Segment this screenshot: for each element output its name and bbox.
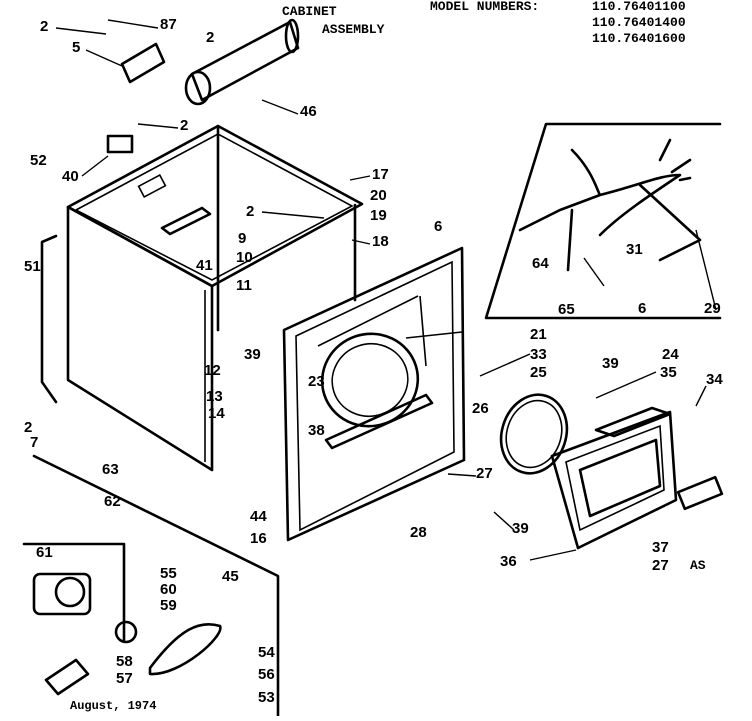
drive-assembly-box [22, 454, 280, 718]
callout: 61 [36, 544, 53, 561]
model-number-1: 110.76401100 [592, 0, 686, 14]
leader-lines [55, 19, 717, 561]
callout: 87 [160, 16, 177, 33]
callout: 56 [258, 666, 275, 683]
callout: 18 [372, 233, 389, 250]
model-number-3: 110.76401600 [592, 31, 686, 46]
callout: 44 [250, 508, 267, 525]
side-rail [40, 234, 58, 404]
callout: 35 [660, 364, 677, 381]
callout: 6 [434, 218, 442, 235]
callout: 54 [258, 644, 275, 661]
callout-labels: 87 2 2 5 46 2 40 52 17 20 6 2 19 18 9 10… [24, 16, 723, 706]
callout: 55 [160, 565, 177, 582]
callout: 39 [602, 355, 619, 372]
title-line-2: ASSEMBLY [322, 22, 385, 37]
callout: 33 [530, 346, 547, 363]
callout: 41 [196, 257, 213, 274]
callout: 52 [30, 152, 47, 169]
footer-date: August, 1974 [70, 699, 156, 713]
model-number-2: 110.76401400 [592, 15, 686, 30]
exhaust-duct [184, 18, 300, 106]
callout: 37 [652, 539, 669, 556]
callout: 2 [180, 117, 188, 134]
callout: 40 [62, 168, 79, 185]
callout: 45 [222, 568, 239, 585]
callout: 26 [472, 400, 489, 417]
callout: 31 [626, 241, 643, 258]
callout: 20 [370, 187, 387, 204]
callout: 38 [308, 422, 325, 439]
callout: 53 [258, 689, 275, 706]
footer-code: AS [690, 558, 706, 573]
callout: 39 [512, 520, 529, 537]
callout: 58 [116, 653, 133, 670]
callout: 6 [638, 300, 646, 317]
callout: 12 [204, 362, 221, 379]
callout: 62 [104, 493, 121, 510]
callout: 14 [208, 405, 225, 422]
callout: 10 [236, 249, 253, 266]
callout: 39 [244, 346, 261, 363]
cabinet-body [66, 124, 364, 472]
front-panel [282, 246, 466, 542]
door-seal [499, 393, 569, 475]
callout: 13 [206, 388, 223, 405]
callout: 64 [532, 255, 549, 272]
title-line-1: CABINET [282, 4, 337, 19]
callout: 19 [370, 207, 387, 224]
callout: 57 [116, 670, 133, 687]
callout: 27 [476, 465, 493, 482]
callout: 2 [40, 18, 48, 35]
callout: 29 [704, 300, 721, 317]
terminal-block [106, 134, 134, 154]
callout: 17 [372, 166, 389, 183]
callout: 63 [102, 461, 119, 478]
callout: 65 [558, 301, 575, 318]
callout: 2 [246, 203, 254, 220]
callout: 7 [30, 434, 38, 451]
callout: 2 [24, 419, 32, 436]
callout: 21 [530, 326, 547, 343]
callout: 51 [24, 258, 41, 275]
wiring-harness-box [484, 122, 722, 320]
callout: 46 [300, 103, 317, 120]
door-assembly [550, 406, 724, 550]
callout: 59 [160, 597, 177, 614]
callout: 2 [206, 29, 214, 46]
bracket-5 [120, 42, 166, 84]
callout: 60 [160, 581, 177, 598]
callout: 36 [500, 553, 517, 570]
callout: 27 [652, 557, 669, 574]
callout: 34 [706, 371, 723, 388]
callout: 9 [238, 230, 246, 247]
callout: 25 [530, 364, 547, 381]
callout: 5 [72, 39, 80, 56]
callout: 11 [236, 277, 252, 294]
model-numbers-label: MODEL NUMBERS: [430, 0, 539, 14]
callout: 28 [410, 524, 427, 541]
callout: 24 [662, 346, 679, 363]
callout: 23 [308, 373, 325, 390]
callout: 16 [250, 530, 267, 547]
